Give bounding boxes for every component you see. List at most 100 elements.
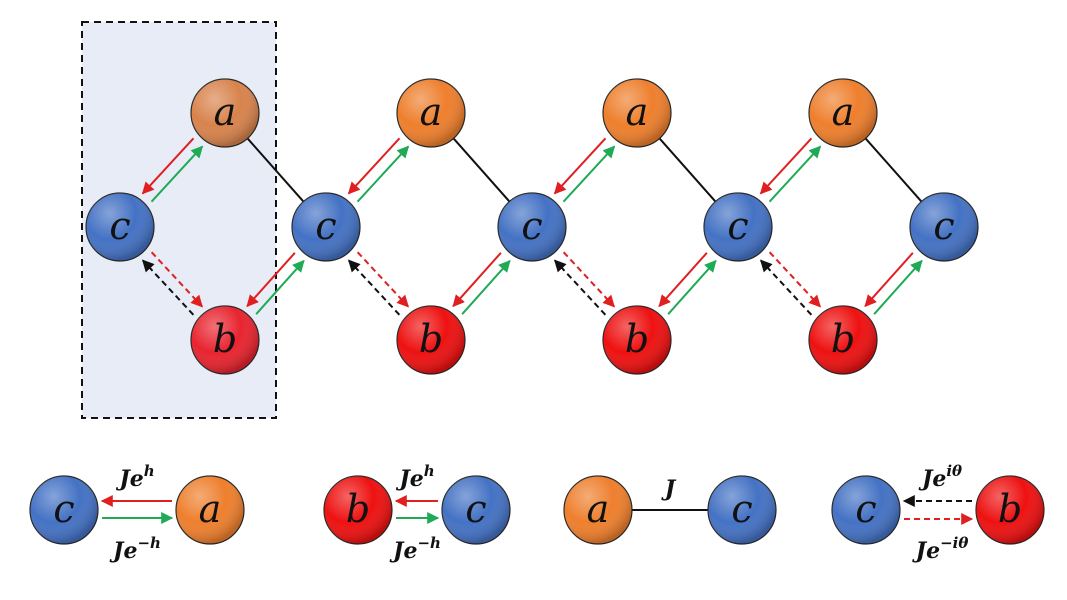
legend-1-right-site: c — [441, 475, 511, 545]
legend-3-right-site-label: b — [998, 487, 1022, 531]
legend-0-right-site: a — [175, 475, 245, 545]
legend-1-bottom-label-base: Je — [389, 538, 417, 564]
site-a-0-shade — [191, 79, 259, 147]
bond-layer — [246, 137, 923, 203]
legend-3-left-site: c — [831, 475, 901, 545]
legend-3-top-label-sup: iθ — [946, 462, 962, 480]
site-c-0: c — [85, 192, 155, 262]
bc-arrow-3-1 — [873, 259, 923, 315]
hopping-arrow-layer — [141, 137, 923, 316]
site-c-2: c — [497, 192, 567, 262]
cb-arrow-2-1 — [562, 251, 615, 308]
site-a-2: a — [602, 78, 672, 148]
legend-1-right-site-label: c — [465, 487, 486, 531]
ca-arrow-1-0 — [347, 137, 401, 195]
bc-arrow-1-0 — [452, 252, 502, 308]
cb-arrow-3-0 — [760, 259, 813, 316]
legend-0-right-site-label: a — [199, 487, 222, 531]
site-b-3: b — [808, 305, 878, 375]
cb-arrow-0-0 — [142, 259, 195, 316]
j-bond-2 — [658, 137, 717, 203]
ca-arrow-2-1 — [562, 145, 616, 203]
legend-0-left-site-shade — [30, 476, 98, 544]
legend-2-left-site-label: a — [587, 487, 610, 531]
cb-arrow-0-1 — [150, 251, 203, 308]
site-layer: a c b a c b a c b a c b c — [85, 78, 979, 375]
cb-arrow-1-0 — [348, 259, 401, 316]
site-b-2: b — [602, 305, 672, 375]
legend-2-right-site-label: c — [731, 487, 752, 531]
legend-3-right-site: b — [975, 475, 1045, 545]
site-c-0-shade — [86, 193, 154, 261]
legend-1-left-site-label: b — [346, 487, 370, 531]
ca-arrow-2-0 — [553, 137, 607, 195]
legend-0-top-label: Jeh — [115, 462, 154, 492]
legend-3-bottom-label-base: Je — [912, 538, 940, 564]
cb-arrow-3-1 — [768, 251, 821, 308]
ca-arrow-3-1 — [768, 145, 822, 203]
legend-0-bottom-label: Je−h — [109, 534, 161, 564]
site-c-2-label: c — [521, 204, 542, 248]
legend-0-bottom-label-base: Je — [109, 538, 137, 564]
site-a-2-label: a — [626, 90, 649, 134]
legend-1-top-label-base: Je — [395, 466, 423, 492]
legend-2-left-site-shade — [564, 476, 632, 544]
site-c-1-shade — [292, 193, 360, 261]
site-c-end-label: c — [933, 204, 954, 248]
legend-0-bottom-label-sup: −h — [137, 534, 160, 552]
legend-2-right-site: c — [707, 475, 777, 545]
cb-arrow-2-0 — [554, 259, 607, 316]
site-b-3-label: b — [831, 317, 855, 361]
site-a-1: a — [396, 78, 466, 148]
site-b-0-label: b — [213, 317, 237, 361]
site-b-1-shade — [397, 306, 465, 374]
site-c-2-shade — [498, 193, 566, 261]
site-c-end: c — [909, 192, 979, 262]
site-b-1: b — [396, 305, 466, 375]
legend-1-left-site-shade — [324, 476, 392, 544]
site-b-3-shade — [809, 306, 877, 374]
site-b-0: b — [190, 305, 260, 375]
legend-0-top-label-base: Je — [115, 466, 143, 492]
legend-1-top-label: Jeh — [395, 462, 434, 492]
j-bond-1 — [452, 137, 511, 203]
site-a-3-label: a — [832, 90, 855, 134]
legend-2-left-site: a — [563, 475, 633, 545]
legend-0-top-label-sup: h — [144, 462, 155, 480]
bc-arrow-0-0 — [246, 252, 296, 308]
site-a-0-label: a — [214, 90, 237, 134]
legend-3-left-site-shade — [832, 476, 900, 544]
j-bond-3 — [864, 137, 923, 203]
site-b-2-shade — [603, 306, 671, 374]
ca-arrow-0-0 — [141, 137, 195, 195]
legend-1-bottom-label-sup: −h — [417, 534, 440, 552]
legend-1-left-site: b — [323, 475, 393, 545]
site-c-3-shade — [704, 193, 772, 261]
cb-arrow-1-1 — [356, 251, 409, 308]
bc-arrow-0-1 — [255, 259, 305, 315]
legend-3-bottom-label-sup: −iθ — [940, 534, 968, 552]
legend-3-top-label: Jeiθ — [918, 462, 962, 492]
site-c-1-label: c — [315, 204, 336, 248]
site-a-1-shade — [397, 79, 465, 147]
site-a-1-label: a — [420, 90, 443, 134]
legend-0-left-site-label: c — [53, 487, 74, 531]
legend-0-left-site: c — [29, 475, 99, 545]
legend-2-label: J — [661, 476, 677, 502]
ca-arrow-3-0 — [759, 137, 813, 195]
site-b-1-label: b — [419, 317, 443, 361]
legend-1-top-label-sup: h — [424, 462, 435, 480]
site-a-3-shade — [809, 79, 877, 147]
ca-arrow-1-1 — [356, 145, 410, 203]
site-b-0-shade — [191, 306, 259, 374]
legend-1-right-site-shade — [442, 476, 510, 544]
bc-arrow-3-0 — [864, 252, 914, 308]
j-bond-0 — [246, 137, 305, 203]
site-a-0: a — [190, 78, 260, 148]
site-c-0-label: c — [109, 204, 130, 248]
site-c-3: c — [703, 192, 773, 262]
ca-arrow-0-1 — [150, 145, 204, 203]
site-b-2-label: b — [625, 317, 649, 361]
